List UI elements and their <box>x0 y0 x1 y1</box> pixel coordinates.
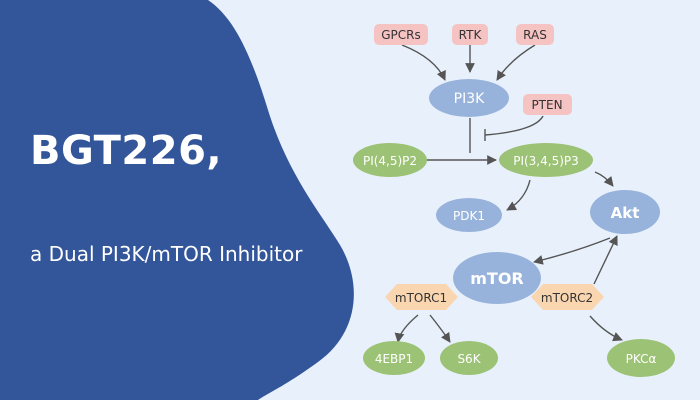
ras-node <box>516 24 554 45</box>
mtorc1-node <box>385 284 458 310</box>
arrow-ras-pi3k <box>496 44 536 81</box>
mtor-label: mTOR <box>470 269 524 288</box>
subheadline: a Dual PI3K/mTOR Inhibitor <box>30 242 303 266</box>
mtorc2-label: mTORC2 <box>541 291 593 305</box>
headline: BGT226, <box>30 128 223 174</box>
mtorc1-label: mTORC1 <box>395 291 447 305</box>
gpcrs-node <box>374 24 428 45</box>
arrow-mtorc2-pkca <box>589 315 623 342</box>
pten-label: PTEN <box>531 98 562 112</box>
akt-node <box>590 190 660 234</box>
arrow-mtorc1-s6k <box>429 314 451 343</box>
arrow-gpcrs-pi3k <box>401 44 446 81</box>
rtk-label: RTK <box>459 28 483 42</box>
pdk1-node <box>436 198 502 232</box>
s6k-node <box>440 341 498 375</box>
akt-label: Akt <box>611 204 640 222</box>
pdk1-label: PDK1 <box>453 209 485 223</box>
gpcrs-label: GPCRs <box>381 28 421 42</box>
pip3-label: PI(3,4,5)P3 <box>513 154 579 168</box>
inhibit-pten <box>484 115 544 136</box>
pten-node <box>523 94 572 115</box>
pi3k-node <box>429 79 509 117</box>
pkca-label: PKCα <box>626 352 657 366</box>
4ebp1-node <box>363 341 425 375</box>
pip2-node <box>353 143 427 177</box>
arrow-mtorc1-4ebp1 <box>394 314 419 343</box>
arrow-mtorc2-akt <box>593 235 618 285</box>
pip2-label: PI(4,5)P2 <box>363 154 417 168</box>
pip3-node <box>499 143 593 177</box>
mtor-node <box>453 252 541 304</box>
ras-label: RAS <box>523 28 547 42</box>
pi3k-label: PI3K <box>454 91 485 107</box>
rtk-node <box>452 24 488 45</box>
4ebp1-label: 4EBP1 <box>375 352 413 366</box>
s6k-label: S6K <box>457 352 481 366</box>
mtorc2-node <box>531 284 604 310</box>
arrow-pip3-pdk1 <box>506 179 531 211</box>
pkca-node <box>607 339 675 377</box>
arrow-pip3-akt <box>594 171 614 187</box>
arrow-akt-mtor <box>533 237 611 265</box>
